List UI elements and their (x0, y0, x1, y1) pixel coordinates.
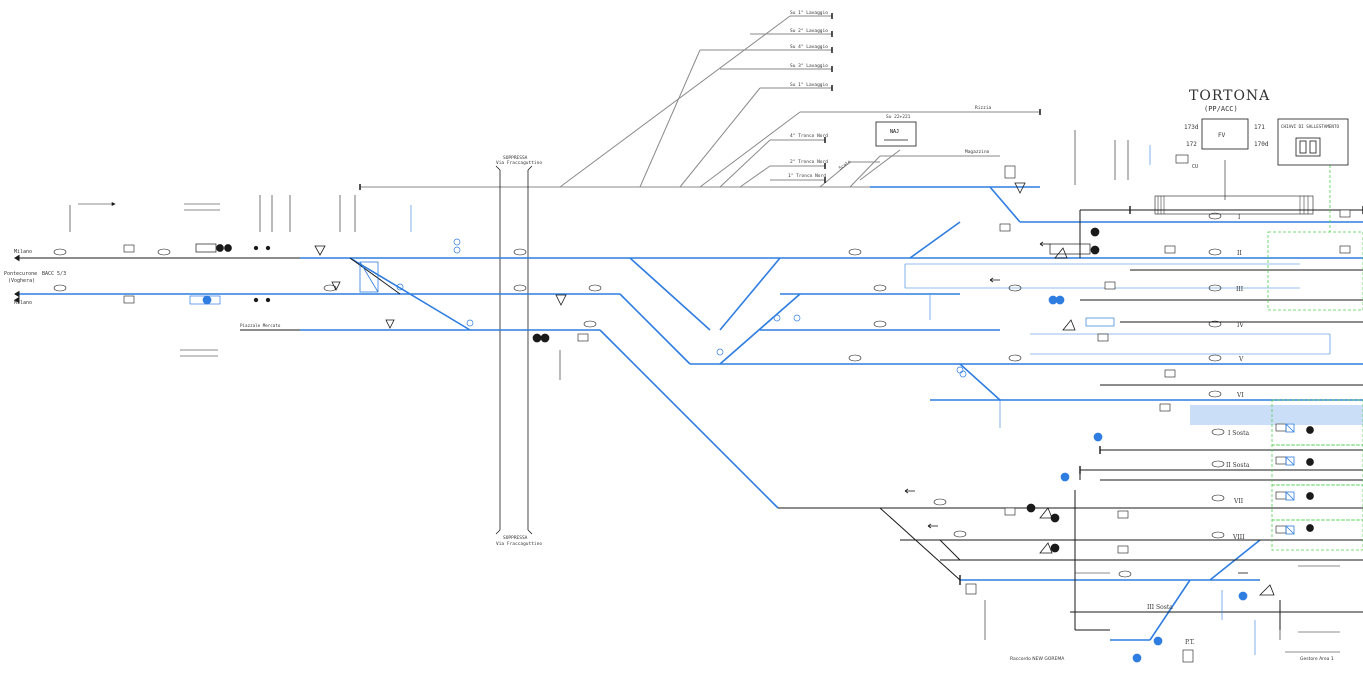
track-label-lavaggio-1: Su 1° Lavaggio (790, 10, 828, 16)
track-label-lavaggio-3: Su 3° Lavaggio (790, 63, 828, 69)
track-label-magazzino: Magazzino (965, 149, 990, 155)
dead-end-bumpers (359, 13, 1041, 190)
left-arrows (14, 254, 20, 304)
track-label-scalo: Scalo (838, 159, 853, 172)
triangle-signs (314, 182, 1275, 596)
track-VI: VI (1236, 392, 1244, 399)
track-numerals: I II III IV V VI I Sosta II Sosta VII VI… (1147, 214, 1250, 646)
milano-top-label: Milano (14, 249, 32, 255)
track-VII: VII (1233, 498, 1244, 505)
blue-main-tracks (15, 186, 1363, 641)
naj-label: NAJ (890, 129, 899, 135)
station-name: TORTONA (1189, 88, 1270, 104)
track-label-lavaggio-4: Su 4° Lavaggio (790, 44, 828, 50)
black-bumpers (959, 206, 1363, 585)
overpass-bottom-label-2: Via Fraccaguttino (496, 541, 542, 547)
cabin-label-170d: 170d (1254, 141, 1269, 148)
signal-plates (123, 165, 1351, 663)
track-III-sosta: III Sosta (1147, 604, 1173, 611)
track-label-rizzia: Rizzia (975, 105, 992, 111)
shunting-keys-label: CHIAVI DI SALLESTAMENTO (1281, 124, 1339, 129)
track-II-sosta: II Sosta (1226, 462, 1250, 469)
raccordo-label: Raccordo NEW GOREMA (1010, 656, 1065, 662)
track-circuit-ovals (53, 212, 1225, 578)
black-tracks (15, 209, 1363, 631)
milano-bottom-label: Milano (14, 300, 32, 306)
naj-box: NAJ (875, 121, 917, 147)
black-signals (195, 227, 1314, 553)
grey-yard-tracks (360, 15, 1040, 188)
station-header: TORTONA (PP/ACC) FV 173d 172 171 170d CU… (1175, 88, 1349, 170)
fv-label: FV (1218, 132, 1226, 139)
gestore-label: Gestore Area 1 (1300, 656, 1334, 662)
track-label-su22: Su 22+221 (886, 114, 911, 120)
piazzale-label: Piazzale Mercato (240, 323, 281, 328)
track-I: I (1238, 214, 1241, 221)
track-I-sosta: I Sosta (1228, 430, 1249, 437)
left-labels: Milano Pontecurone (Voghera) BACC 5/3 Mi… (4, 249, 1334, 662)
track-III: III (1236, 286, 1244, 293)
crossing-blocks (359, 261, 1295, 535)
grey-track-labels: Su 1° Lavaggio Su 2° Lavaggio Su 4° Lava… (788, 10, 992, 179)
track-IV: IV (1237, 322, 1244, 329)
platform-block-top (1154, 195, 1314, 215)
blue-signals (189, 238, 1248, 663)
track-VIII: VIII (1232, 534, 1245, 541)
green-dashed-areas (1267, 160, 1363, 551)
shunting-keys-box (1277, 118, 1349, 166)
track-PT: P.T. (1185, 639, 1195, 646)
fv-box (1201, 118, 1249, 150)
overpass (495, 165, 533, 535)
distance-arrows (78, 202, 1340, 653)
black-vertical-annotations (69, 130, 1281, 640)
overpass-top-label-2: Via Fraccaguttino (496, 160, 542, 166)
track-V: V (1238, 356, 1244, 363)
track-II: II (1237, 250, 1242, 257)
cabin-label-171: 171 (1254, 124, 1265, 131)
overpass-bottom-label-1: SOPPRESSA (503, 535, 528, 541)
voghera-label-2: (Voghera) (8, 278, 35, 284)
cu-label: CU (1192, 164, 1198, 170)
track-label-tronco2: 2° Tronco Nord (790, 159, 828, 165)
platform-hatch (1157, 196, 1309, 214)
bacc-label: BACC 5/3 (42, 271, 66, 277)
cabin-label-173d: 173d (1184, 124, 1199, 131)
overpass-top-label-1: SOPPRESSA (503, 155, 528, 161)
track-label-tronco1: 1° Tronco Nord (788, 173, 826, 179)
cabin-label-172: 172 (1186, 141, 1197, 148)
track-label-lavaggio-2: Su 2° Lavaggio (790, 28, 828, 34)
track-label-lavaggio-5: Su 1° Lavaggio (790, 82, 828, 88)
direction-arrows (904, 241, 1248, 574)
track-label-tronco4: 4° Tronco Nord (790, 133, 828, 139)
station-subtitle: (PP/ACC) (1204, 105, 1238, 113)
vertical-annotations (410, 145, 1256, 655)
voghera-label-1: Pontecurone (4, 271, 37, 277)
